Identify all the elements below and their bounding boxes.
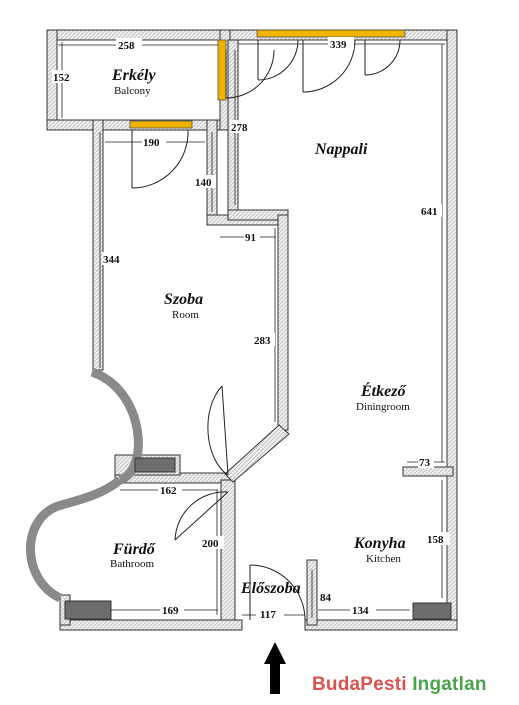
brand-logo: BudaPesti Ingatlan bbox=[312, 674, 487, 696]
curved-wall bbox=[26, 367, 143, 603]
diagonal-wall bbox=[224, 424, 290, 483]
dim-room-notch: 140 bbox=[195, 177, 212, 189]
dim-bath-side: 200 bbox=[202, 538, 219, 550]
dim-bath-bottom: 169 bbox=[162, 605, 179, 617]
balcony-sub: Balcony bbox=[114, 85, 151, 97]
room-name: Szoba bbox=[164, 291, 203, 308]
radiators bbox=[64, 457, 452, 620]
living-name: Nappali bbox=[314, 141, 368, 158]
dining-sub: Diningroom bbox=[356, 401, 410, 413]
room-sub: Room bbox=[172, 309, 199, 321]
dim-room-step: 91 bbox=[245, 232, 256, 244]
bathroom-name: Fürdő bbox=[112, 541, 156, 558]
doors bbox=[131, 39, 401, 621]
dim-bath-top: 162 bbox=[160, 485, 177, 497]
kitchen-sub: Kitchen bbox=[366, 553, 401, 565]
dim-kitchen-bottom: 134 bbox=[352, 605, 369, 617]
hall-name: Előszoba bbox=[240, 580, 301, 597]
kitchen-name: Konyha bbox=[353, 535, 406, 552]
dim-living-height: 641 bbox=[421, 206, 438, 218]
dim-hall-width: 117 bbox=[260, 609, 276, 621]
dining-name: Étkező bbox=[360, 381, 406, 400]
brand-part1: BudaPesti bbox=[312, 674, 407, 695]
dim-balcony-depth: 152 bbox=[53, 72, 70, 84]
bathroom-sub: Bathroom bbox=[110, 558, 154, 570]
balcony-name: Erkély bbox=[111, 67, 156, 84]
dim-room-right: 283 bbox=[254, 335, 271, 347]
dim-balcony-width: 258 bbox=[118, 40, 135, 52]
dim-hall-side: 84 bbox=[320, 592, 332, 604]
dimension-labels: 258 152 339 278 190 140 344 91 283 641 7… bbox=[52, 37, 450, 621]
entrance-arrow bbox=[264, 642, 286, 694]
dim-room-height: 344 bbox=[103, 254, 120, 266]
dim-living-width: 339 bbox=[330, 39, 347, 51]
dim-dining-ledge: 73 bbox=[419, 457, 431, 469]
brand-part2: Ingatlan bbox=[412, 674, 487, 695]
dim-kitchen-side: 158 bbox=[427, 534, 444, 546]
dim-room-top: 190 bbox=[143, 137, 160, 149]
dim-living-left: 278 bbox=[231, 122, 248, 134]
